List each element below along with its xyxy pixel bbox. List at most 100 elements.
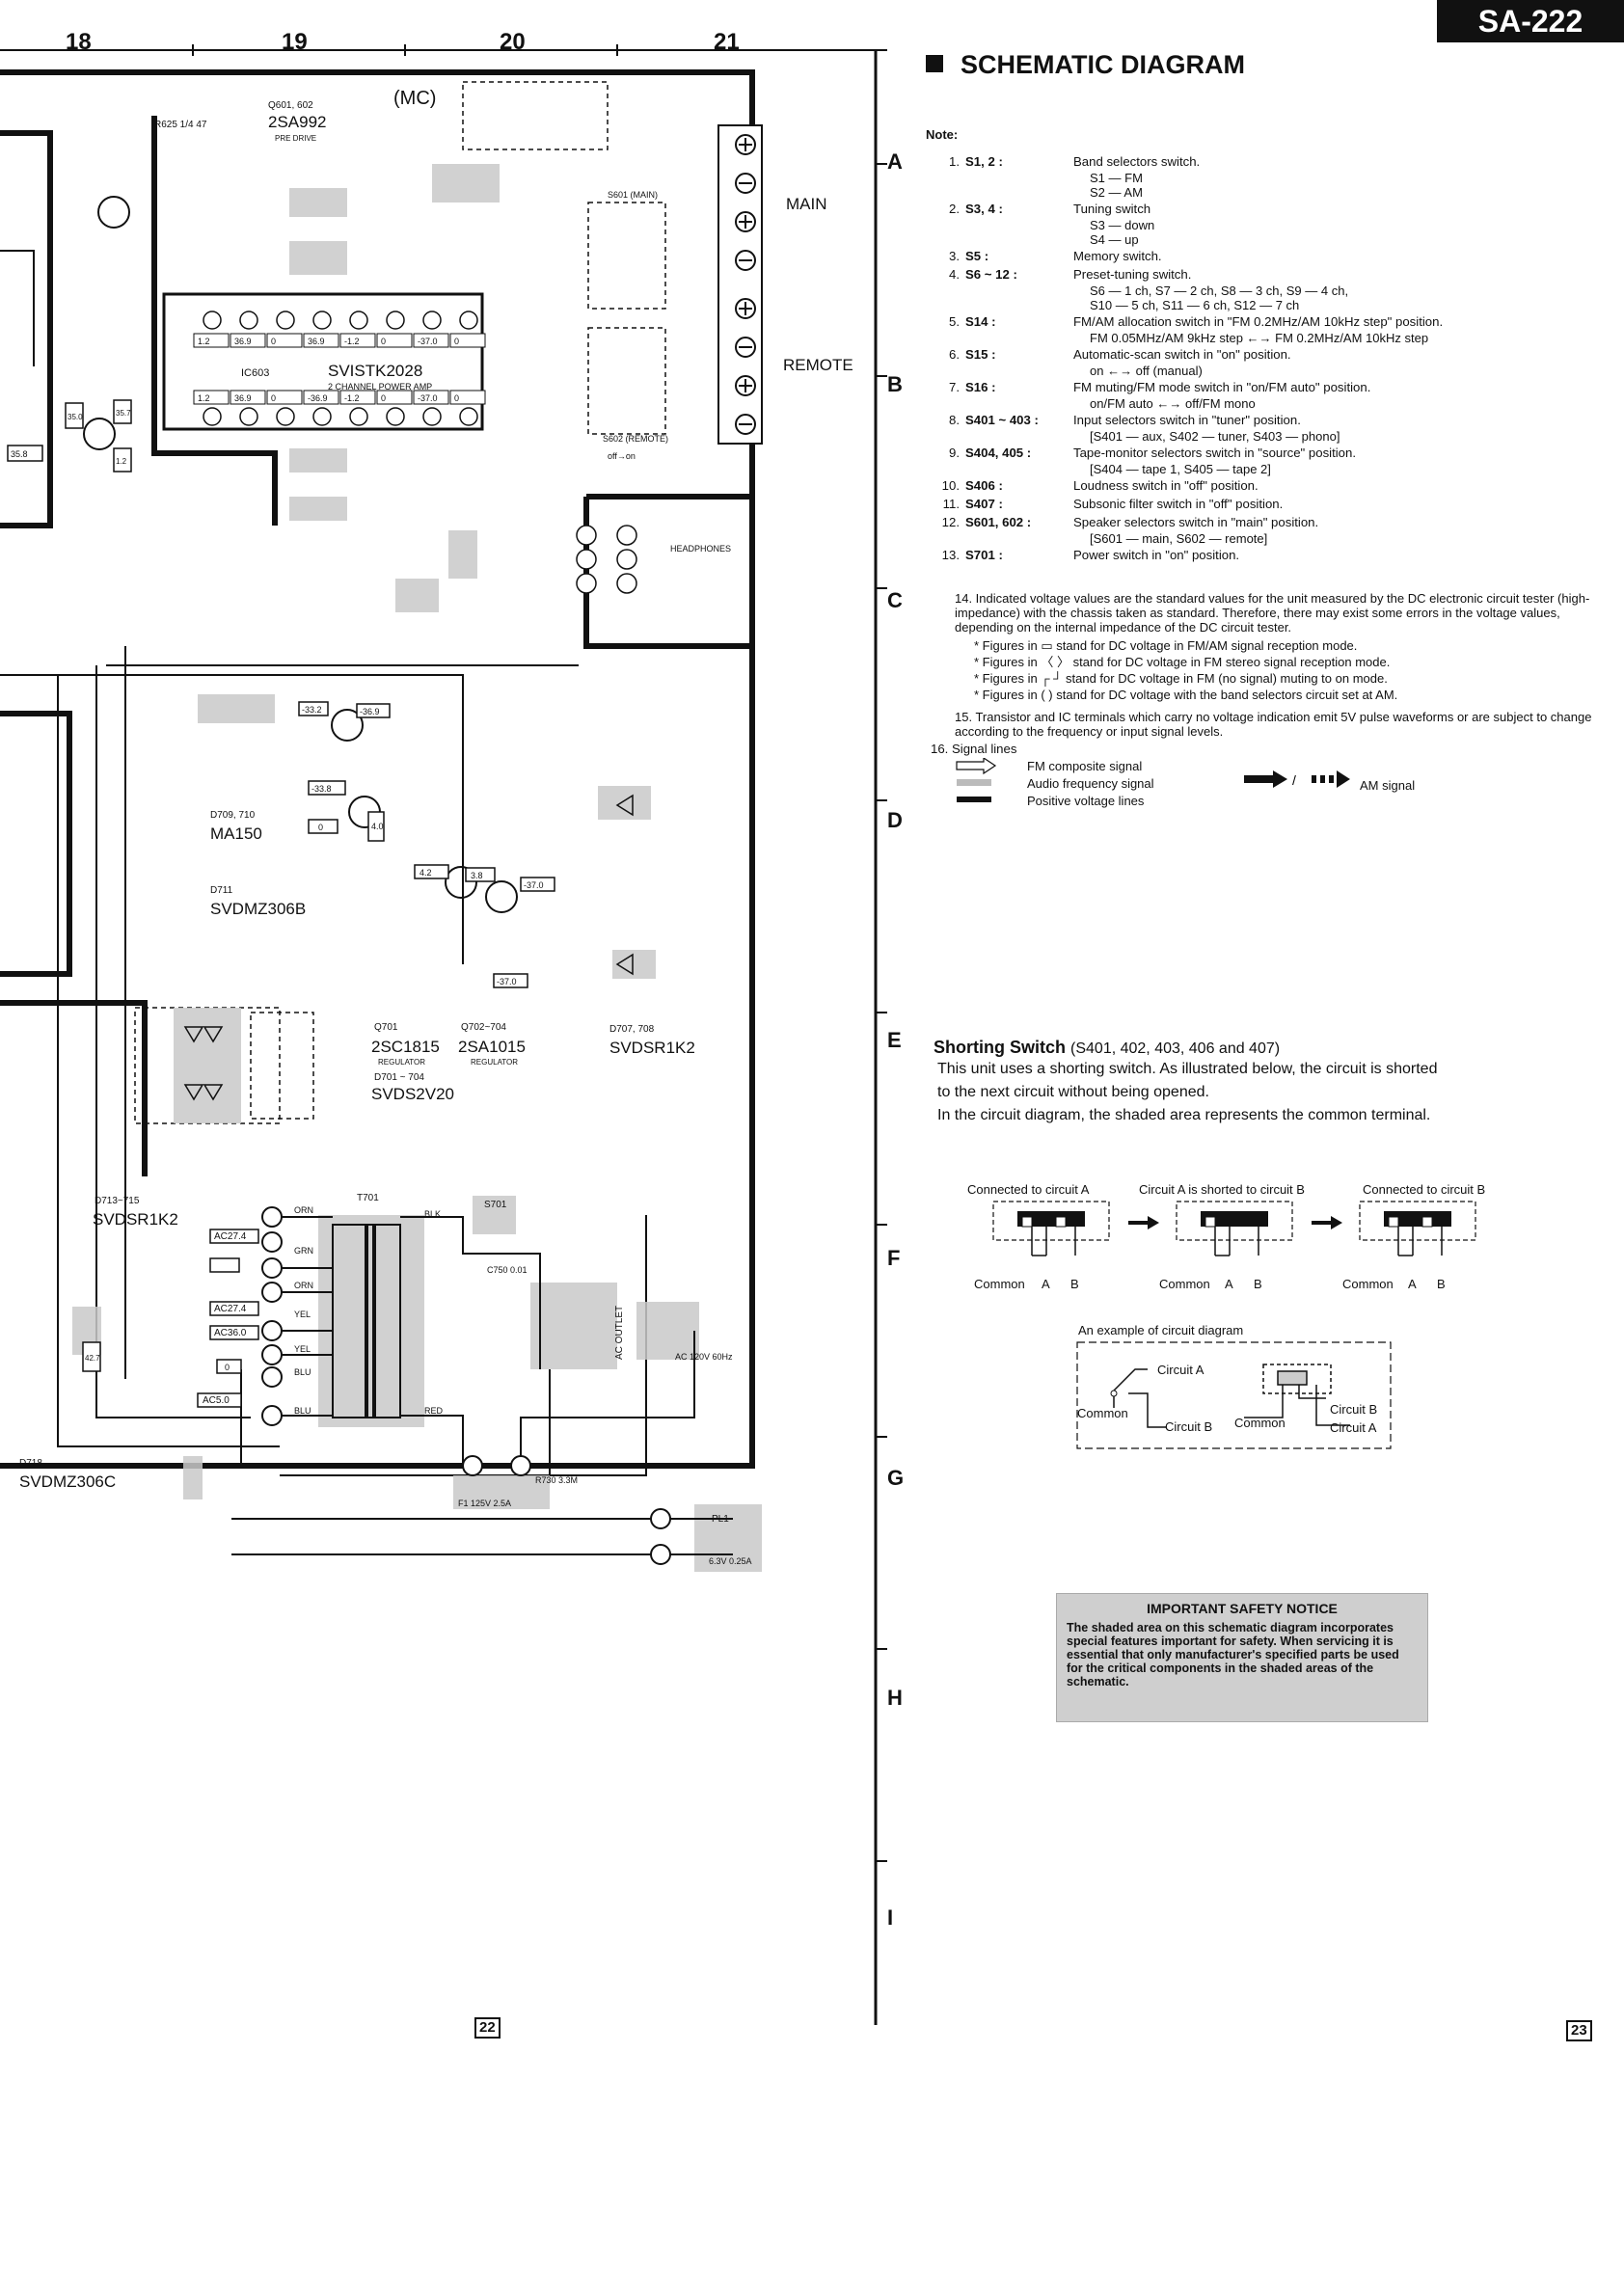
note-number: 11. <box>942 497 960 511</box>
voltage-13: 1.2 <box>116 457 127 466</box>
example-title: An example of circuit diagram <box>1078 1323 1244 1337</box>
note-description: Tuning switch <box>1073 202 1151 216</box>
ic-pin-voltage-bottom: -1.2 <box>344 393 360 403</box>
note-number: 6. <box>949 347 960 362</box>
note-sub-line: S2 — AM <box>1090 185 1143 200</box>
row-letter-g: G <box>887 1466 905 1490</box>
note-item: 11.S407 :Subsonic filter switch in "off"… <box>931 497 1284 511</box>
voltage-7: 3.8 <box>471 871 483 880</box>
note-item: 12.S601, 602 :Speaker selectors switch i… <box>931 515 1319 529</box>
remote-label: REMOTE <box>783 356 853 374</box>
note-number: 2. <box>949 202 960 216</box>
note-number: 12. <box>941 515 960 529</box>
note-item: 6. S15 : Automatic-scan switch in "on" pos… <box>931 347 1291 362</box>
note-item: 4.S6 ~ 12 :Preset-tuning switch. <box>931 267 1191 282</box>
note-description: Automatic-scan switch in "on" position. <box>1073 347 1291 362</box>
note-description: FM/AM allocation switch in "FM 0.2MHz/AM… <box>1073 314 1444 329</box>
voltage-15: 0 <box>225 1363 230 1372</box>
d711-part: SVDMZ306B <box>210 900 306 918</box>
row-letter-e: E <box>887 1028 902 1052</box>
pl1-rating: 6.3V 0.25A <box>709 1556 752 1566</box>
terminal-b-2: B <box>1254 1277 1262 1291</box>
note-item: 7.S16 :FM muting/FM mode switch in "on/F… <box>931 380 1370 394</box>
row-letter-a: A <box>887 149 903 174</box>
ic-pin-voltage-bottom: 0 <box>454 393 459 403</box>
ac-voltage-1: AC27.4 <box>214 1231 247 1242</box>
ic-pin-box <box>266 333 303 348</box>
d718-part: SVDMZ306C <box>19 1472 116 1491</box>
note-14-bullet-1: * Figures in ▭ stand for DC voltage in F… <box>974 638 1358 653</box>
note-description: Speaker selectors switch in "main" posit… <box>1073 515 1319 529</box>
row-letter-b: B <box>887 372 903 396</box>
grid-column-18: 18 <box>66 29 92 55</box>
note-description: Power switch in "on" position. <box>1073 548 1240 562</box>
d709-part: MA150 <box>210 824 262 843</box>
caption-shorted: Circuit A is shorted to circuit B <box>1139 1182 1305 1197</box>
shorting-title-text: Shorting Switch <box>934 1038 1066 1057</box>
note-number: 8. <box>949 413 960 427</box>
d711-label: D711 <box>210 885 233 896</box>
note-switch: S3, 4 : <box>965 202 1003 216</box>
note-number: 13. <box>941 548 960 562</box>
page-title: SCHEMATIC DIAGRAM <box>926 50 1245 80</box>
ic-pin-voltage-bottom: 0 <box>271 393 276 403</box>
note-switch: S1, 2 : <box>965 154 1003 169</box>
wire-color-1: ORN <box>294 1205 313 1215</box>
note-sub-line: on ←→ off (manual) <box>1090 364 1203 378</box>
t701-label: T701 <box>357 1193 379 1203</box>
headphones-label: HEADPHONES <box>670 544 731 554</box>
example-label-common-1: Common <box>1077 1406 1128 1420</box>
note-item: 9.S404, 405 :Tape-monitor selectors swit… <box>931 446 1356 460</box>
q701-desc: REGULATOR <box>378 1058 425 1067</box>
ic-pin-box <box>266 390 303 405</box>
d707-label: D707, 708 <box>609 1024 655 1035</box>
ac-voltage-2: AC27.4 <box>214 1304 247 1314</box>
q702-label: Q702~704 <box>461 1022 506 1033</box>
ic-pin-box <box>413 390 449 405</box>
ic-pin-voltage-top: 0 <box>381 337 386 346</box>
note-sub-line: [S401 — aux, S402 — tuner, S403 — phono] <box>1090 429 1340 444</box>
shorting-switch-title: Shorting Switch (S401, 402, 403, 406 and… <box>934 1038 1280 1058</box>
wire-color-3: ORN <box>294 1281 313 1290</box>
legend-fm-composite: FM composite signal <box>1027 759 1143 773</box>
note-switch: S6 ~ 12 : <box>965 267 1017 282</box>
d713-part: SVDSR1K2 <box>93 1210 178 1229</box>
note-item: 1.S1, 2 :Band selectors switch. <box>931 154 1200 169</box>
wire-color-6: BLU <box>294 1367 311 1377</box>
wire-color-5: YEL <box>294 1344 311 1354</box>
note-switch: S15 : <box>965 347 996 362</box>
shorting-switch-illustration <box>992 1201 1476 1256</box>
voltage-11: 35.0 <box>68 413 83 421</box>
model-badge: SA-222 <box>1437 0 1624 42</box>
note-item: 2. S3, 4 : Tuning switch <box>931 202 1150 216</box>
note-number: 3. <box>949 249 960 263</box>
ic-desc: 2 CHANNEL POWER AMP <box>328 382 432 392</box>
ic-pin-box <box>339 333 376 348</box>
ic-pin-voltage-top: 36.9 <box>234 337 252 346</box>
s602-state: off→on <box>608 451 636 461</box>
safety-notice-text: The shaded area on this schematic diagra… <box>1067 1621 1399 1688</box>
note-description: Loudness switch in "off" position. <box>1073 478 1259 493</box>
svg-text:/: / <box>1292 772 1296 788</box>
note-14: 14. Indicated voltage values are the sta… <box>955 591 1590 635</box>
d718-label: D718 <box>19 1458 42 1469</box>
note-sub-line: [S601 — main, S602 — remote] <box>1090 531 1268 546</box>
d709-label: D709, 710 <box>210 810 256 821</box>
d713-label: D713~715 <box>95 1196 140 1206</box>
note-sub-line: S6 — 1 ch, S7 — 2 ch, S8 — 3 ch, S9 — 4 … <box>1090 284 1349 298</box>
shorting-text-3: In the circuit diagram, the shaded area … <box>937 1107 1431 1123</box>
note-description: Input selectors switch in "tuner" positi… <box>1073 413 1301 427</box>
terminal-b-1: B <box>1070 1277 1079 1291</box>
r625-label: R625 1/4 47 <box>154 120 207 130</box>
mc-label: (MC) <box>393 88 436 109</box>
d701-part: SVDS2V20 <box>371 1085 454 1103</box>
ic-pin-voltage-top: 0 <box>454 337 459 346</box>
ac-in-label: AC 120V 60Hz <box>675 1352 733 1362</box>
ic-pin-voltage-bottom: -37.0 <box>418 393 438 403</box>
s602-label: S602 (REMOTE) <box>603 434 668 444</box>
ic-pin-voltage-top: 36.9 <box>308 337 325 346</box>
safety-notice: IMPORTANT SAFETY NOTICE The shaded area … <box>1056 1593 1428 1722</box>
terminal-b-3: B <box>1437 1277 1446 1291</box>
voltage-2: -36.9 <box>360 707 380 716</box>
q601-part: 2SA992 <box>268 113 327 131</box>
